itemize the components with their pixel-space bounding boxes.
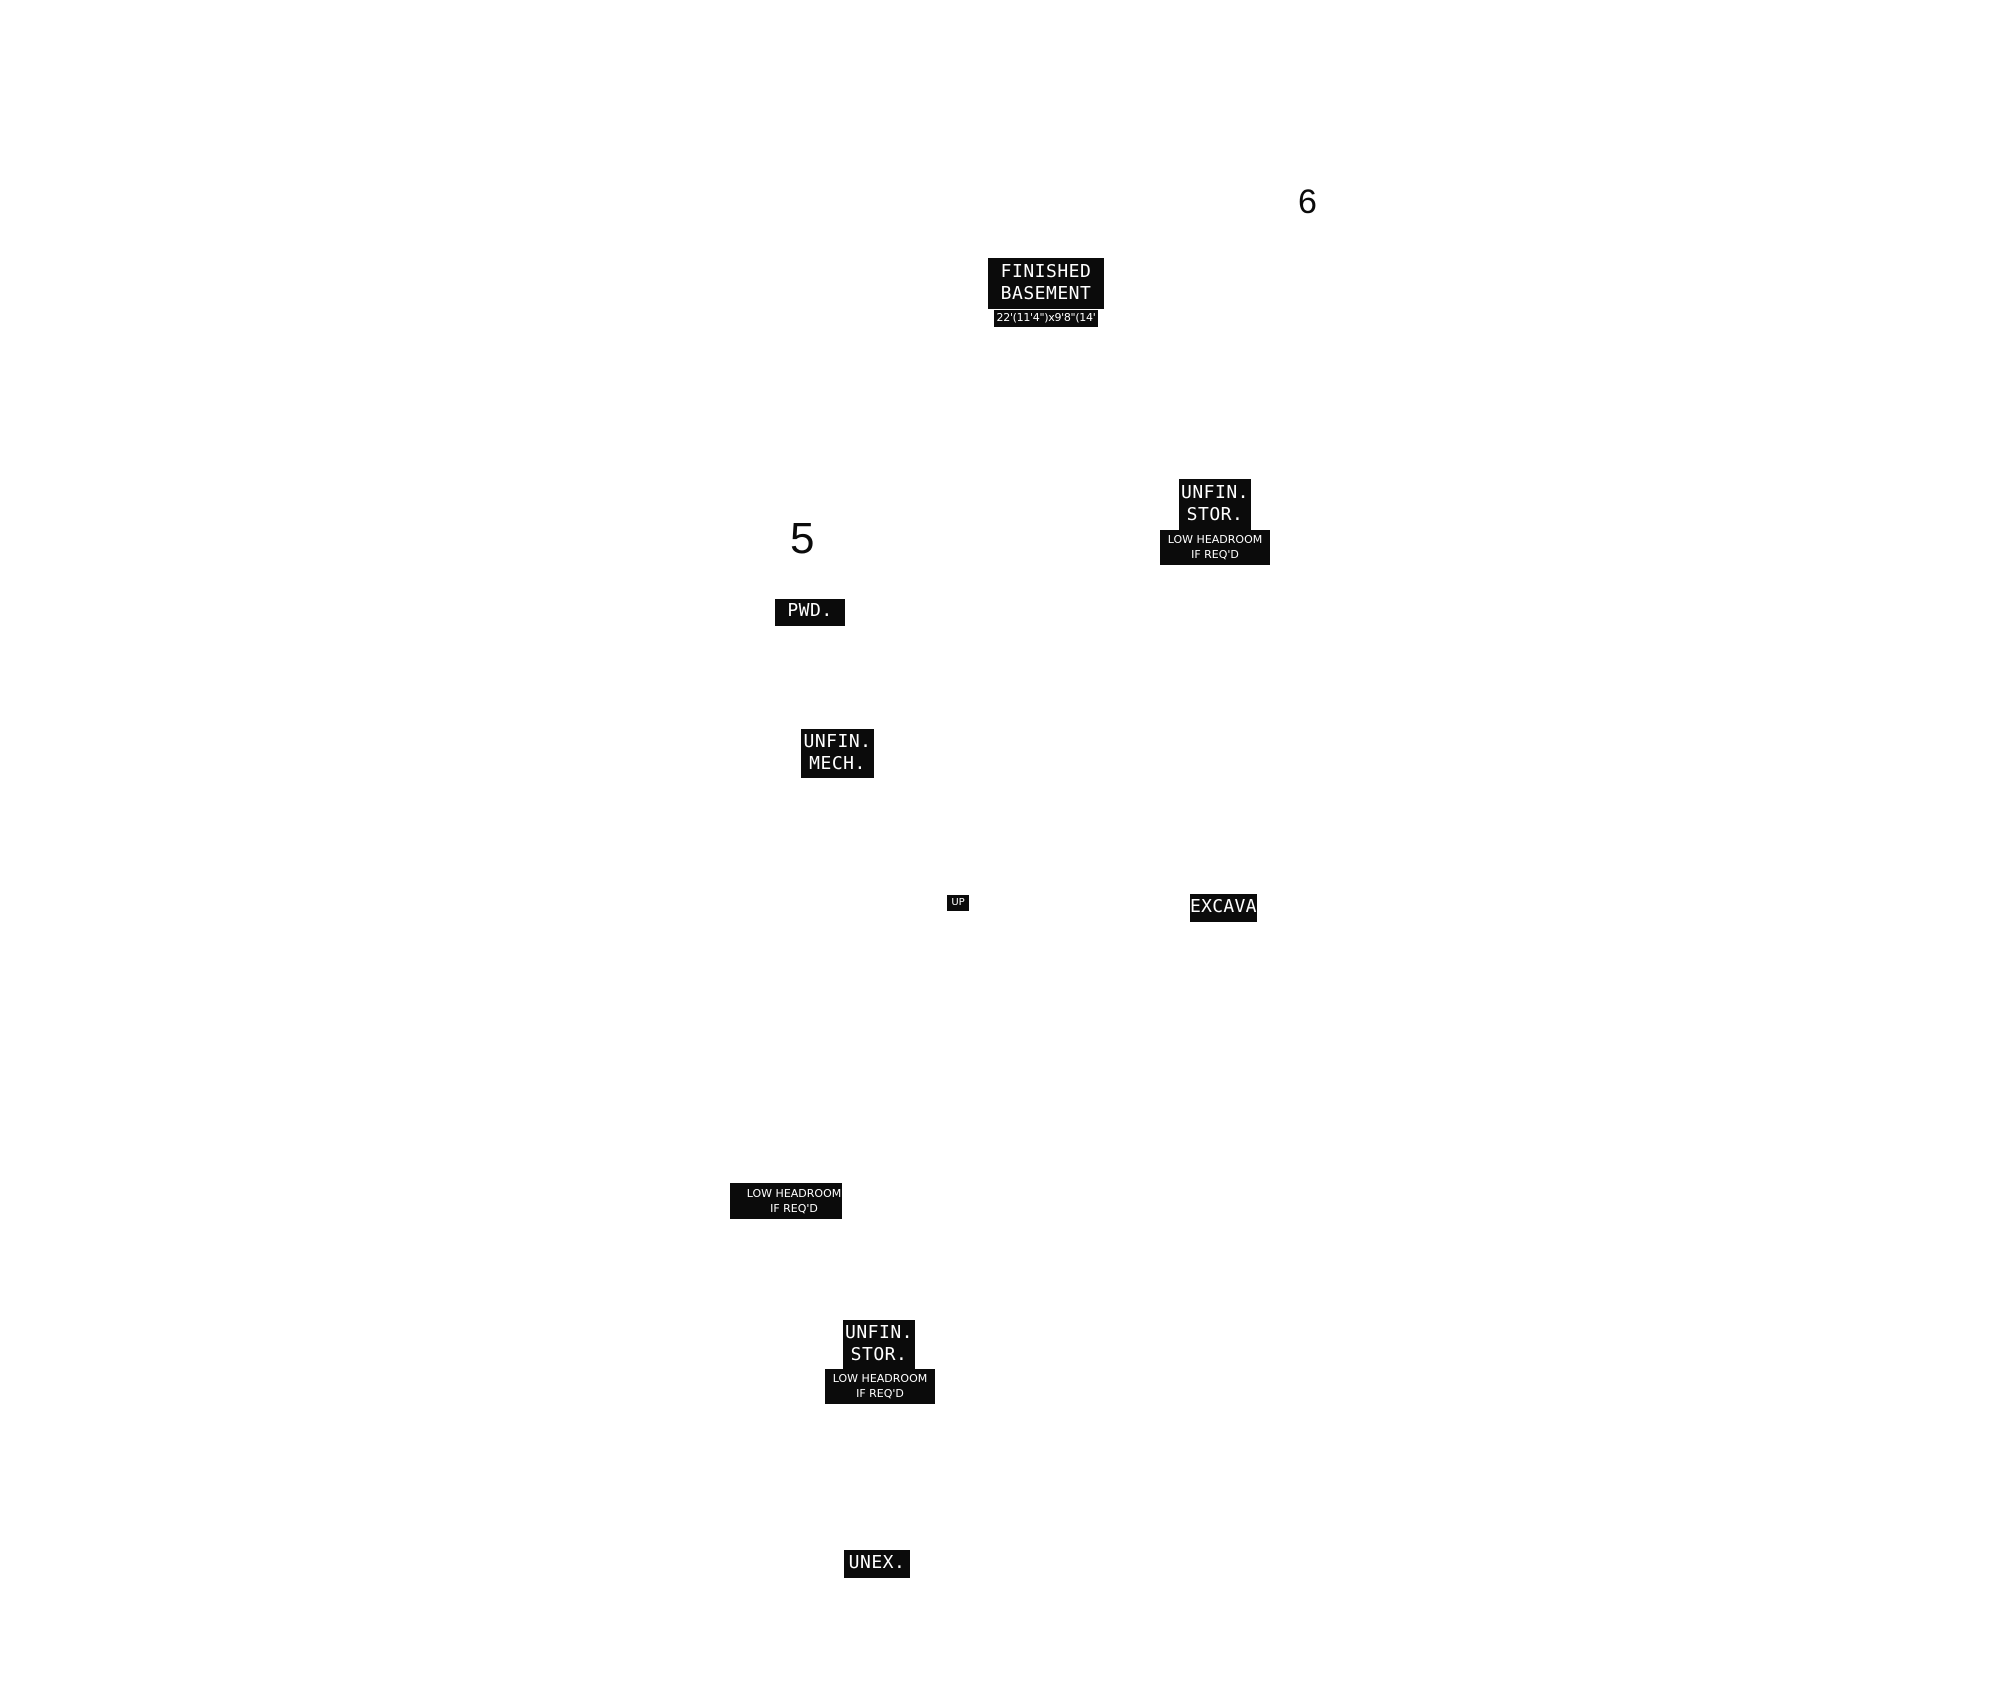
room-number-5: 5: [790, 514, 815, 563]
low-headroom-note-right: LOW HEADROOM IF REQ'D: [1160, 530, 1270, 565]
room-number-6: 6: [1298, 183, 1317, 221]
low-headroom-note-left: LOW HEADROOM IF REQ'D: [730, 1183, 842, 1219]
unexcavated-label: UNEX.: [844, 1550, 910, 1578]
low-headroom-note-bottom: LOW HEADROOM IF REQ'D: [825, 1369, 935, 1404]
stairs-up-label: UP: [947, 895, 969, 911]
unfinished-storage-label-right: UNFIN. STOR.: [1179, 479, 1251, 530]
excavation-label: EXCAVA: [1190, 894, 1257, 922]
powder-room-label: PWD.: [775, 599, 845, 626]
finished-basement-label: FINISHED BASEMENT: [988, 258, 1104, 309]
unfinished-storage-label-bottom: UNFIN. STOR.: [843, 1320, 915, 1369]
unfinished-mechanical-label: UNFIN. MECH.: [801, 729, 874, 778]
finished-basement-dimensions: 22'(11'4")x9'8"(14': [994, 310, 1098, 327]
